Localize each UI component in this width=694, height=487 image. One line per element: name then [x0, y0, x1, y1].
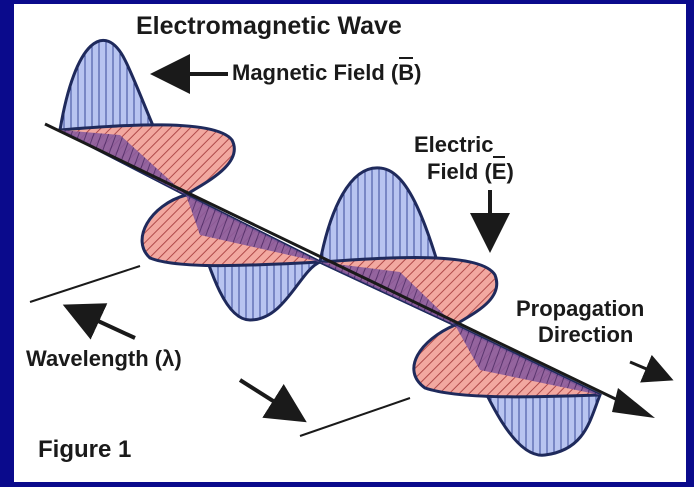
magnetic-field-suffix: ): [414, 60, 422, 85]
propagation-label-line2: Direction: [538, 322, 634, 347]
propagation-arrowhead: [612, 388, 655, 418]
electric-field-symbol: E: [491, 156, 507, 184]
propagation-label-line1: Propagation: [516, 296, 645, 321]
diagram-title: Electromagnetic Wave: [136, 12, 402, 40]
propagation-axis: [44, 122, 629, 407]
electric-field-label-line1: Electric: [414, 132, 494, 157]
electric-field-label-line2: Field (E): [427, 156, 514, 185]
magnetic-field-prefix: Magnetic Field (: [232, 60, 399, 85]
electric-field-suffix: ): [506, 159, 514, 184]
magnetic-field-label: Magnetic Field (B): [232, 57, 422, 86]
magnetic-field-symbol: B: [398, 57, 415, 85]
overlap-region-3: [320, 262, 455, 325]
overlap-region-2: [186, 195, 320, 262]
wavelength-bracket-left: [29, 265, 141, 303]
figure-caption: Figure 1: [38, 436, 132, 463]
electric-field-prefix: Field (: [427, 159, 492, 184]
wavelength-label: Wavelength (λ): [26, 346, 182, 371]
propagation-direction-arrow: [629, 354, 674, 383]
wavelength-bracket-right: [299, 397, 411, 437]
overlap-region-4: [455, 325, 600, 395]
wavelength-arrow-right: [238, 378, 307, 423]
wavelength-arrow-left: [62, 303, 136, 340]
